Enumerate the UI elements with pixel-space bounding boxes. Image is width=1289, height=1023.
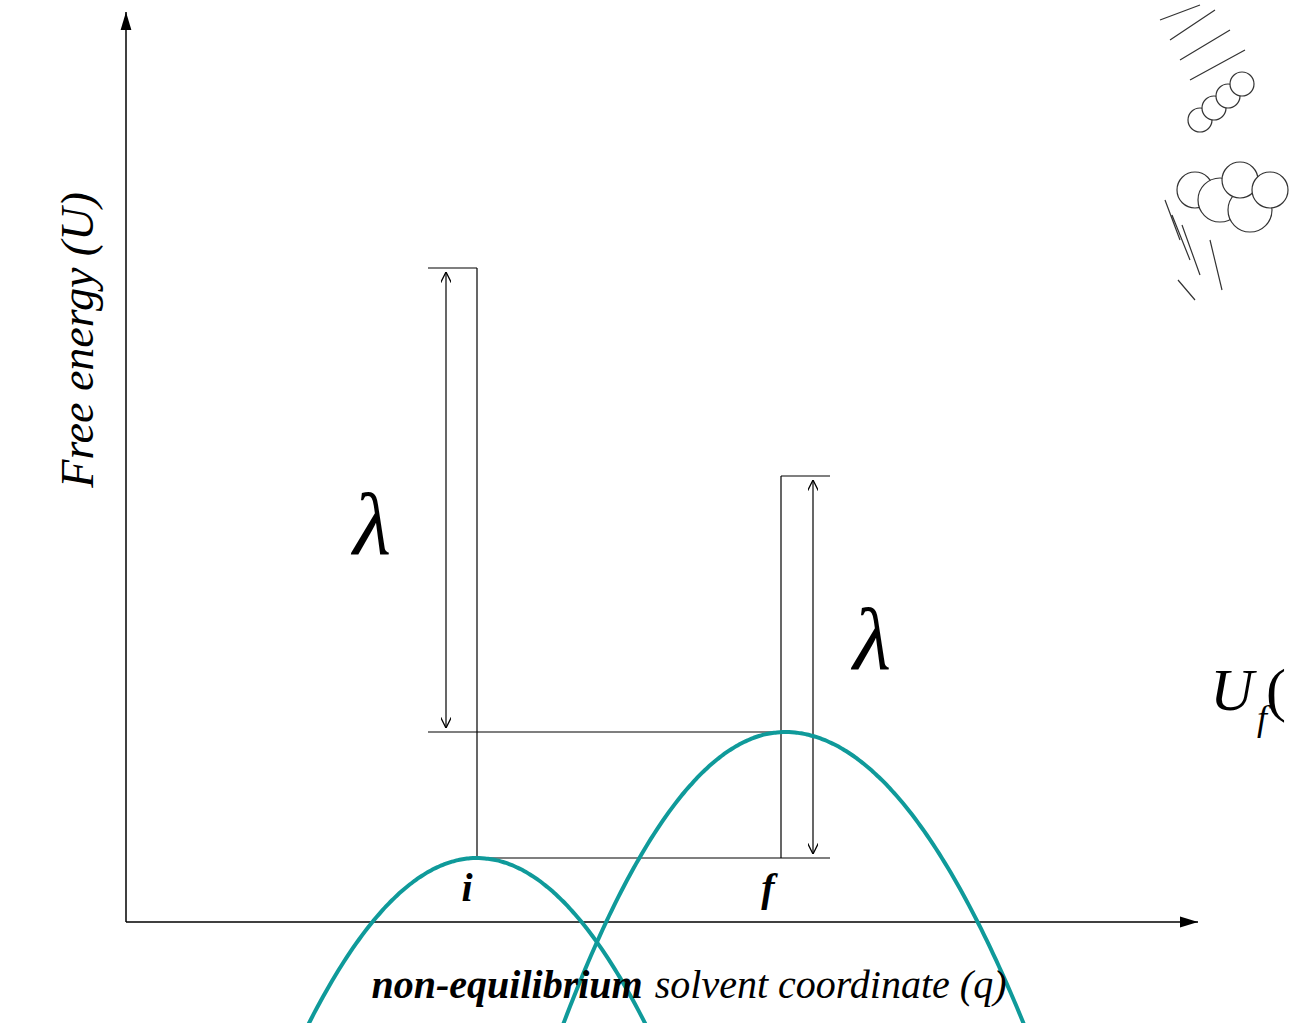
axis-label: non-equilibrium <box>372 965 643 1005</box>
point-label: f <box>761 868 774 908</box>
equation-fragment: ( <box>1266 660 1286 720</box>
point-label: i <box>461 868 472 908</box>
equation-fragment: U <box>1210 660 1253 720</box>
reorganization-energy: λ <box>853 596 891 684</box>
molecule-sketch <box>1160 5 1288 300</box>
reorganization-energy: λ <box>353 481 391 569</box>
parabolas <box>140 732 1080 1023</box>
y-axis <box>125 12 127 922</box>
axis-label: solvent coordinate (q) <box>655 965 1007 1005</box>
equation-fragment: f <box>1257 700 1267 736</box>
axis-label: Free energy (U) <box>55 192 101 487</box>
guide-lines <box>428 268 830 858</box>
x-axis <box>126 921 1198 923</box>
